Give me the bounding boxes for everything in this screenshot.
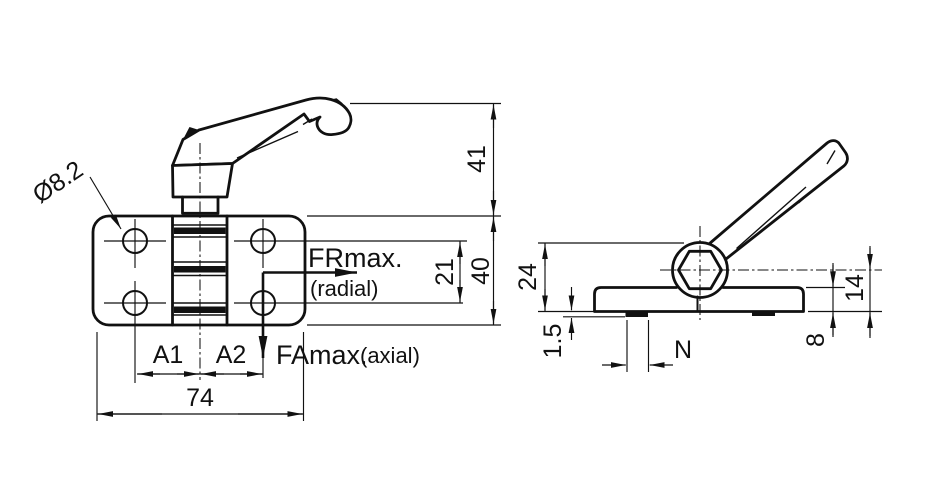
front-hole-crosshairs (104, 219, 467, 383)
side-boss-pad (625, 311, 648, 317)
svg-text:41: 41 (463, 145, 491, 173)
svg-text:A1: A1 (153, 341, 184, 369)
dim-boss-width: N (602, 320, 692, 372)
side-lever-inner-lines (736, 150, 836, 250)
dim-overall-height: 24 (514, 242, 684, 313)
front-barrel-edges (171, 214, 229, 327)
dim-width: 74 (96, 332, 305, 421)
front-lever-neck (181, 195, 220, 215)
svg-text:1.5: 1.5 (539, 324, 567, 359)
dim-pad-height: 1.5 (539, 287, 625, 358)
front-lever-inner-line (236, 118, 313, 159)
hole-diameter-leader (89, 176, 122, 230)
force-axial-note: (axial) (360, 343, 420, 368)
svg-text:8: 8 (802, 333, 830, 347)
svg-text:A2: A2 (216, 341, 247, 369)
force-radial-note: (radial) (310, 276, 378, 301)
svg-text:74: 74 (186, 384, 214, 412)
front-view: Ø8.2 FRmax. (radial) FAmax. (axial) 21 4… (28, 96, 501, 421)
side-view: 24 1.5 N 14 8 (514, 139, 882, 372)
front-lever-tip-shade (330, 98, 343, 104)
front-lever-block (171, 162, 234, 199)
svg-text:N: N (674, 336, 692, 364)
side-right-pad (752, 311, 775, 316)
dim-lever-and-plate-height: 41 40 (307, 102, 501, 326)
dim-plate-thickness: 8 (802, 263, 845, 347)
side-lever-arm (707, 139, 849, 261)
dim-axis-height: 14 (808, 246, 882, 338)
dim-a1-a2: A1 A2 (137, 341, 263, 377)
side-plate (593, 286, 805, 313)
svg-text:14: 14 (841, 274, 869, 302)
hole-diameter-label: Ø8.2 (28, 155, 89, 209)
front-lever-thumb-nub (183, 127, 199, 140)
dim-hole-pitch: 21 (431, 241, 463, 303)
force-radial-label: FRmax. (308, 243, 403, 273)
front-lever-handle (171, 96, 353, 167)
svg-text:21: 21 (431, 258, 459, 286)
svg-text:24: 24 (514, 263, 542, 291)
svg-text:40: 40 (467, 257, 495, 285)
side-centerlines (660, 226, 882, 320)
force-axial-label: FAmax. (276, 340, 368, 370)
